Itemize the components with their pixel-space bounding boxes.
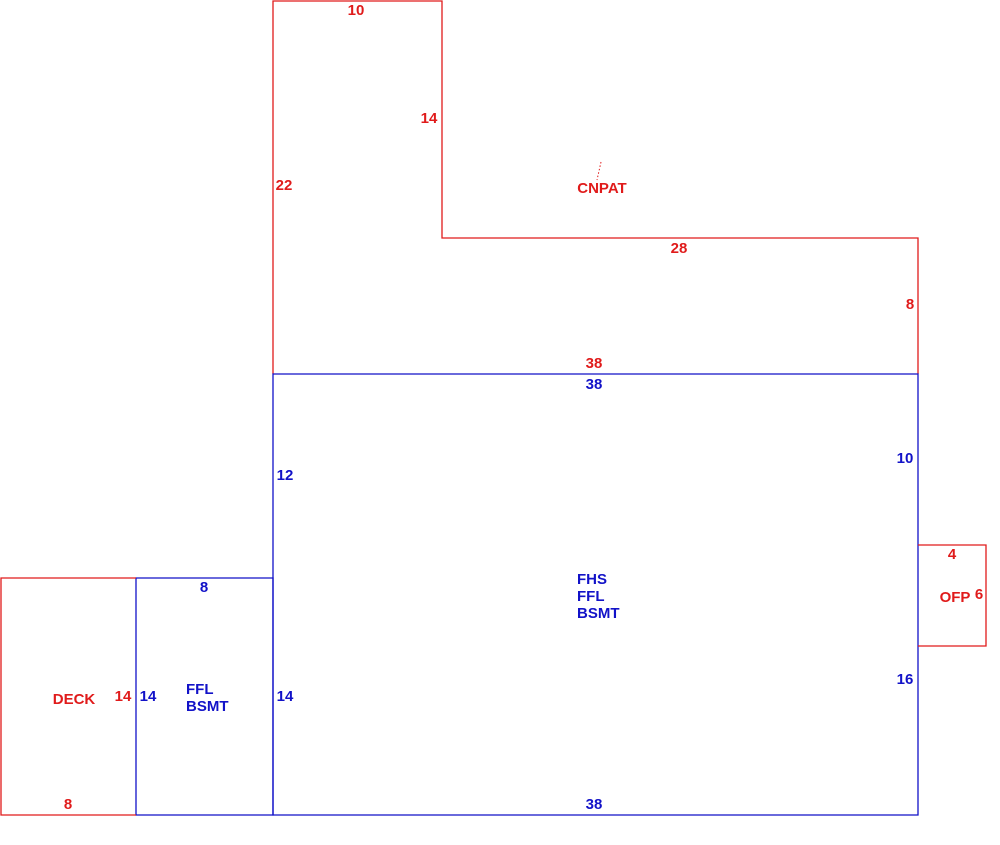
deck-dim-bottom: 8 (64, 796, 72, 813)
cnpat-dim-bottom: 38 (586, 355, 603, 372)
main-dim-left-lower: 14 (277, 688, 294, 705)
main-dim-bottom: 38 (586, 796, 603, 813)
main-dim-top: 38 (586, 376, 603, 393)
wing-label-line-2: BSMT (186, 698, 229, 715)
cnpat-dim-step-top: 28 (671, 240, 688, 257)
cnpat-dim-left: 22 (276, 177, 293, 194)
wing-dim-left: 14 (140, 688, 157, 705)
cnpat-dim-top: 10 (348, 2, 365, 19)
wing-label-line-1: FFL (186, 681, 214, 698)
cnpat-label-leader (596, 161, 602, 181)
cnpat-name-label: CNPAT (577, 180, 626, 197)
ofp-dim-right: 6 (975, 586, 983, 603)
main-label-line-2: FFL (577, 588, 605, 605)
deck-name-label: DECK (53, 691, 96, 708)
wing-area-outline (135, 577, 274, 816)
main-dim-right-lower: 16 (897, 671, 914, 688)
main-dim-left-upper: 12 (277, 467, 294, 484)
cnpat-outline (272, 0, 919, 374)
deck-dim-right: 14 (115, 688, 132, 705)
cnpat-dim-inner-step: 14 (421, 110, 438, 127)
main-label-line-1: FHS (577, 571, 607, 588)
main-label-line-3: BSMT (577, 605, 620, 622)
wing-dim-top: 8 (200, 579, 208, 596)
ofp-name-label: OFP (940, 589, 971, 606)
ofp-outline (918, 544, 987, 647)
main-dim-right-upper: 10 (897, 450, 914, 467)
cnpat-dim-right: 8 (906, 296, 914, 313)
ofp-dim-top: 4 (948, 546, 957, 563)
deck-outline (0, 577, 136, 816)
